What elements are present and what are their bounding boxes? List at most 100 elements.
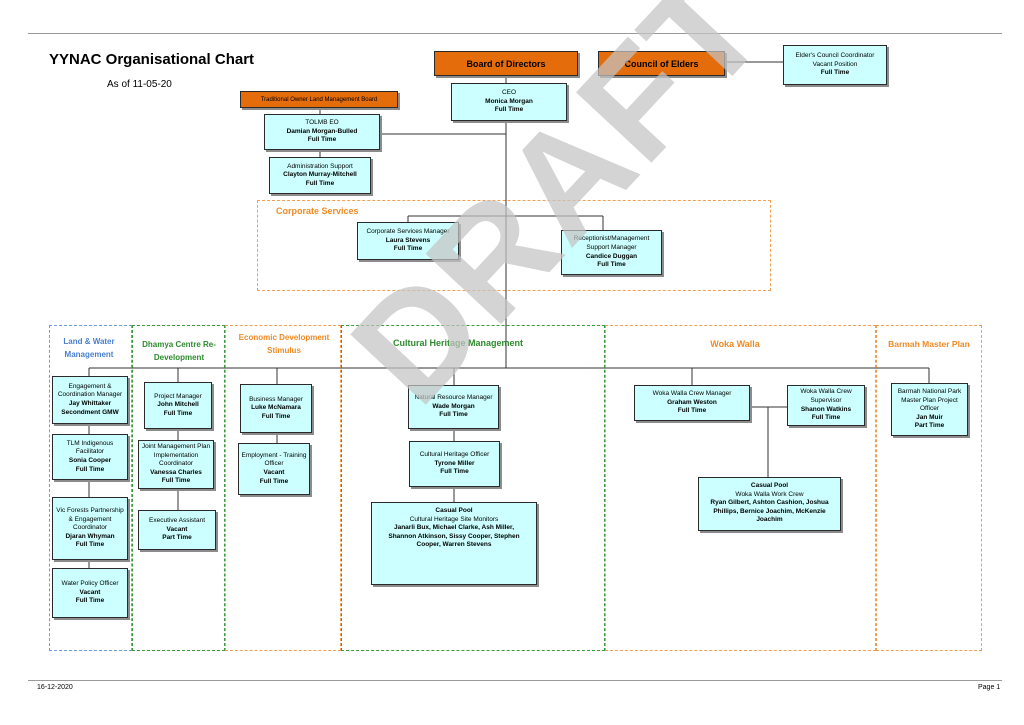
role: Water Policy Officer — [61, 580, 119, 588]
name: Djaran Whyman — [65, 532, 115, 540]
executive-assistant-box: Executive Assistant Vacant Part Time — [138, 510, 216, 550]
cultural-heritage-frame — [341, 325, 605, 651]
status: Full Time — [677, 407, 707, 415]
tlm-facilitator-box: TLM Indigenous Facilitator Sonia Cooper … — [52, 434, 128, 480]
status: Full Time — [439, 411, 468, 419]
woka-casual-pool-box: Casual Pool Woka Walla Work Crew Ryan Gi… — [698, 477, 841, 531]
water-policy-box: Water Policy Officer Vacant Full Time — [52, 568, 128, 618]
status: Secondment GMW — [61, 408, 119, 416]
role: Business Manager — [249, 395, 303, 403]
role: Receptionist/Management Support Manager — [573, 235, 650, 251]
administration-support-box: Administration Support Clayton Murray-Mi… — [269, 157, 371, 194]
footer-date: 16-12-2020 — [37, 684, 73, 691]
status: Full Time — [597, 261, 626, 269]
cultural-heritage-officer-box: Cultural Heritage Officer Tyrone Miller … — [409, 441, 500, 487]
woka-walla-label: Woka Walla — [710, 339, 760, 349]
name: Graham Weston — [667, 398, 717, 406]
elders-coordinator-box: Elder's Council Coordinator Vacant Posit… — [783, 45, 887, 85]
status: Full Time — [261, 412, 291, 420]
employment-training-box: Employment - Training Officer Vacant Ful… — [238, 443, 310, 495]
barmah-officer-box: Barmah National Park Master Plan Project… — [891, 383, 968, 436]
status: Full Time — [75, 465, 105, 473]
role: Elder's Council Coordinator — [795, 52, 875, 60]
project-manager-box: Project Manager John Mitchell Full Time — [144, 382, 212, 429]
tolmb-eo-box: TOLMB EO Damian Morgan-Bulled Full Time — [264, 114, 380, 150]
status: Full Time — [75, 541, 105, 549]
corporate-services-frame — [257, 200, 771, 291]
role: TLM Indigenous Facilitator — [66, 439, 114, 456]
role: Cultural Heritage Officer — [419, 451, 490, 459]
status: Part Time — [914, 422, 945, 430]
pool-names: Ryan Gilbert, Ashton Cashion, Joshua Phi… — [710, 499, 829, 524]
name: Vacant — [166, 525, 188, 533]
name: Tyrone Miller — [434, 459, 475, 467]
name: John Mitchell — [157, 401, 199, 409]
status: Full Time — [305, 179, 335, 187]
name: Sonia Cooper — [68, 457, 112, 464]
name: Monica Morgan — [485, 97, 533, 105]
name: Shanon Watkins — [800, 405, 852, 413]
role: Barmah National Park Master Plan Project… — [897, 388, 962, 413]
receptionist-box: Receptionist/Management Support Manager … — [561, 230, 662, 275]
top-rule — [28, 33, 1002, 34]
role: Executive Assistant — [149, 517, 205, 525]
council-of-elders-box: Council of Elders — [598, 51, 725, 76]
role: Corporate Services Manager — [366, 228, 450, 236]
economic-development-frame — [225, 325, 341, 651]
name: Candice Duggan — [585, 252, 638, 260]
corporate-services-label: Corporate Services — [276, 206, 359, 216]
status: Full Time — [163, 409, 193, 417]
name: Wade Morgan — [432, 402, 475, 410]
status: Full Time — [494, 106, 524, 114]
tolmb-box: Traditional Owner Land Management Board — [240, 91, 398, 108]
economic-development-label: Economic Development Stimulus — [238, 333, 330, 355]
name: Clayton Murray-Mitchell — [283, 171, 357, 179]
barmah-frame — [876, 325, 982, 651]
name: Vacant — [263, 469, 285, 476]
natural-resource-manager-box: Natural Resource Manager Wade Morgan Ful… — [408, 385, 499, 429]
engagement-coordination-box: Engagement & Coordination Manager Jay Wh… — [52, 376, 128, 424]
status: Part Time — [162, 534, 192, 542]
cultural-heritage-label: Cultural Heritage Management — [392, 338, 524, 348]
role: CEO — [501, 89, 517, 97]
status: Full Time — [161, 477, 191, 485]
crew-manager-box: Woka Walla Crew Manager Graham Weston Fu… — [634, 385, 750, 421]
role: Engagement & Coordination Manager — [57, 382, 123, 399]
ceo-box: CEO Monica Morgan Full Time — [451, 83, 567, 121]
pool-names: Janarli Bux, Michael Clarke, Ash Miller,… — [388, 524, 520, 549]
status: Full Time — [440, 468, 469, 476]
pool-role: Cultural Heritage Site Monitors — [409, 515, 499, 523]
name: Vacant — [79, 588, 101, 596]
corporate-services-manager-box: Corporate Services Manager Laura Stevens… — [357, 222, 459, 260]
role: TOLMB EO — [305, 119, 339, 127]
land-water-frame — [49, 325, 132, 651]
status: Full Time — [259, 477, 289, 485]
name: Damian Morgan-Bulled — [286, 127, 358, 135]
status: Full Time — [307, 136, 337, 144]
pool-title: Casual Pool — [435, 507, 473, 514]
role: Woka Walla Crew Supervisor — [800, 388, 852, 404]
dhamya-frame — [132, 325, 225, 651]
role: Woka Walla Crew Manager — [652, 390, 732, 398]
status: Full Time — [393, 245, 423, 253]
cultural-casual-pool-box: Casual Pool Cultural Heritage Site Monit… — [371, 502, 537, 585]
role: Vic Forests Partnership & Engagement Coo… — [56, 507, 124, 532]
role: Administration Support — [287, 162, 353, 170]
page-title: YYNAC Organisational Chart — [49, 51, 255, 68]
board-of-directors-box: Board of Directors — [434, 51, 578, 76]
business-manager-box: Business Manager Luke McNamara Full Time — [240, 384, 312, 433]
pool-role: Woka Walla Work Crew — [735, 490, 804, 498]
role: Employment - Training Officer — [241, 451, 307, 468]
name: Jan Muir — [916, 413, 943, 421]
woka-walla-frame — [605, 325, 876, 651]
status: Full Time — [811, 414, 841, 422]
crew-supervisor-box: Woka Walla Crew Supervisor Shanon Watkin… — [787, 385, 865, 426]
name: Jay Whittaker — [68, 400, 112, 407]
role: Natural Resource Manager — [414, 394, 493, 402]
name: Vanessa Charles — [150, 468, 202, 476]
land-water-label: Land & Water Management — [63, 337, 115, 359]
as-of-date: As of 11-05-20 — [107, 79, 172, 90]
footer-page: Page 1 — [978, 684, 1001, 691]
joint-management-box: Joint Management Plan Implementation Coo… — [138, 440, 214, 489]
pool-title: Casual Pool — [750, 482, 789, 489]
